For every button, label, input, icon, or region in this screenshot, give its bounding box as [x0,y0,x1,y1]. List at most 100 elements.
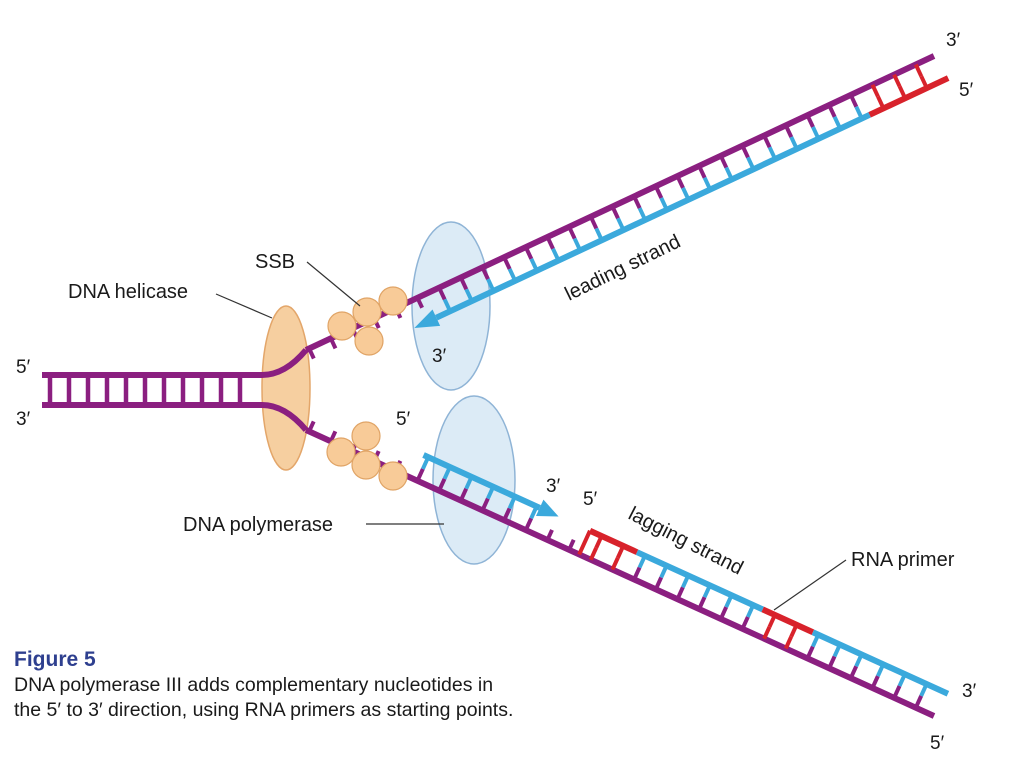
figure-caption-body: DNA polymerase III adds complementary nu… [14,674,514,721]
lagging-rna-primer-2 [761,606,815,636]
ssb-protein [378,461,408,491]
base-pair-rung-upper [567,225,577,240]
base-pair-rung-lower [892,685,902,699]
end-label-okazaki-start: 5′ [583,489,598,510]
base-pair-rung-upper [805,114,815,128]
ssb-label: SSB [255,251,295,273]
base-pair-rung-upper [594,227,604,242]
base-pair-rung-upper [762,134,772,149]
end-label-lagging-start: 5′ [396,409,411,430]
base-pair-rung-upper [523,246,534,260]
base-pair-rung-lower [437,477,447,492]
base-pair-rung-upper [718,154,729,169]
figure-title: Figure 5 [14,648,96,671]
ssb-protein [351,421,381,451]
base-pair-rung-upper [811,126,821,140]
lower-template-strand [304,427,936,719]
upper-template-strand [304,53,936,353]
base-pair-rung-lower [616,545,626,559]
base-pair-rung-upper [897,85,907,100]
base-pair-rung-upper [502,256,512,270]
base-pair-rung-lower [724,594,734,608]
lagging-fragment-arrowhead [535,499,559,517]
lagging-okazaki-fragment [635,549,764,613]
unpaired-base-lower [545,529,554,541]
dna-polymerase-label: DNA polymerase [183,514,333,536]
base-pair-rung-lower [913,695,923,709]
base-pair-rung-lower [523,517,534,531]
base-pair-rung-lower [637,554,647,569]
lower-template-strand-curve [261,402,309,432]
end-label-lower-arm-top: 3′ [962,681,977,702]
base-pair-rung-lower [783,635,794,650]
base-pair-rung-lower [594,535,604,549]
lagging-primer-cap [577,529,592,556]
base-pair-rung-lower [919,683,929,697]
ssb-protein [351,450,381,480]
leading-strand-new [435,112,871,321]
base-pair-rung-upper [632,195,642,210]
base-pair-rung-upper [507,268,517,282]
base-pair-rung-lower [854,653,864,668]
base-pair-rung-upper [572,237,582,252]
end-label-upper-arm-bottom: 5′ [959,80,974,101]
base-pair-rung-lower [718,606,729,620]
base-pair-rung-lower [507,495,517,510]
base-pair-rung-upper [876,95,886,110]
end-label-lagging-fragment-tip: 3′ [546,476,561,497]
base-pair-rung-lower [746,604,756,618]
unpaired-base-lower [328,430,338,443]
unpaired-base-lower [307,420,316,433]
leading-strand-arrowhead [414,309,441,328]
base-pair-rung-upper [681,187,691,201]
base-pair-rung-upper [740,144,750,159]
base-pair-rung-lower [870,675,880,689]
dna-polymerase-leading [411,221,491,391]
base-pair-rung-lower [659,564,669,579]
lagging-strand-label: lagging strand [625,503,747,580]
base-pair-rung-upper [724,166,734,181]
unpaired-base-lower [567,538,576,551]
unpaired-base-upper [328,337,338,350]
end-label-parent-bottom-left: 3′ [16,409,31,430]
base-pair-rung-lower [805,645,815,660]
base-pair-rung-lower [681,574,691,589]
upper-template-strand-curve [261,348,309,378]
base-pair-rung-upper [610,205,620,220]
base-pair-rung-upper [848,94,859,108]
base-pair-rung-lower [458,487,469,502]
dna-helicase-label: DNA helicase [68,281,188,303]
ssb-protein [354,326,384,356]
ssb-protein [326,437,356,467]
base-pair-rung-upper [919,75,929,89]
base-pair-rung-lower [480,497,490,512]
base-pair-rung-upper [458,276,469,291]
figure-caption: Figure 5 DNA polymerase III adds complem… [14,647,534,723]
ssb-leader-line [306,261,361,307]
base-pair-rung-upper [529,258,539,272]
base-pair-rung-lower [588,547,599,561]
base-pair-rung-upper [783,124,794,139]
dna-helicase [261,305,311,471]
base-pair-rung-lower [442,466,452,480]
lagging-rna-primer-1 [588,528,639,555]
base-pair-rung-lower [762,625,772,640]
base-pair-rung-upper [442,298,452,313]
base-pair-rung-lower [789,624,799,638]
base-pair-rung-lower [767,614,777,628]
base-pair-rung-upper [702,176,712,191]
base-pair-rung-upper [480,266,490,281]
end-label-parent-top-left: 5′ [16,357,31,378]
dna-strands [42,53,950,719]
base-pair-rung-upper [697,165,707,179]
ssb-protein [327,311,357,341]
base-pair-rung-lower [486,485,496,500]
base-pair-rung-upper [437,286,447,301]
base-pair-rung-lower [848,665,858,679]
ssb-protein [352,297,382,327]
base-pair-rung-upper [659,197,669,211]
base-pair-rung-upper [913,63,924,78]
base-pair-rung-upper [616,217,626,231]
end-label-leading-tip: 3′ [432,346,447,367]
